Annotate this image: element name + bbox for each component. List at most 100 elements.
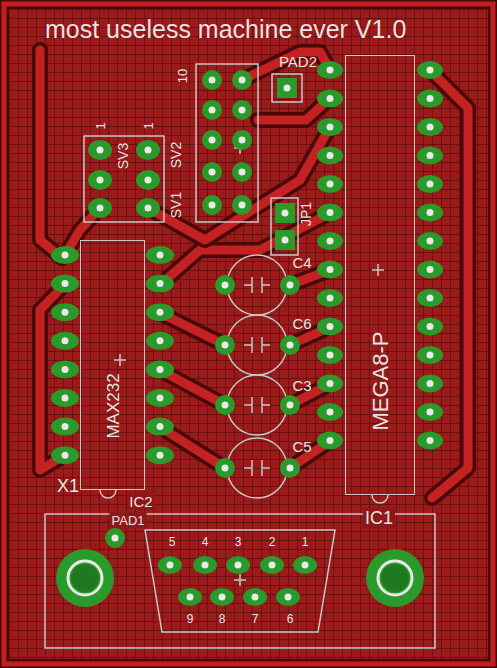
pad — [146, 418, 174, 436]
drill-hole — [209, 202, 216, 209]
drill-hole — [239, 202, 246, 209]
origin-cross — [234, 574, 246, 586]
ic-notch — [100, 490, 116, 498]
mounting-drill — [71, 564, 99, 592]
pad — [202, 130, 222, 150]
drill-hole — [327, 437, 334, 444]
part-name: X1 — [57, 477, 79, 495]
square-pad — [275, 230, 295, 250]
pad — [51, 389, 79, 407]
pad — [232, 195, 252, 215]
part-name: SV3 — [116, 143, 130, 169]
drill-hole — [287, 465, 294, 472]
drill-hole — [209, 137, 216, 144]
drill-hole — [209, 107, 216, 114]
drill-hole — [427, 67, 434, 74]
pad — [276, 588, 300, 606]
capacitor-outline — [227, 375, 287, 435]
drill-hole — [145, 147, 152, 154]
drill-hole — [327, 323, 334, 330]
drill-hole — [239, 137, 246, 144]
board-edge-trace — [4, 4, 493, 664]
drill-hole — [97, 177, 104, 184]
pad — [417, 403, 443, 421]
part-value: MEGA8-P — [370, 331, 392, 430]
pad — [317, 346, 343, 364]
pad — [317, 318, 343, 336]
pad — [317, 261, 343, 279]
traces — [40, 50, 468, 498]
part-name: C6 — [292, 316, 311, 331]
pad — [51, 275, 79, 293]
drill-hole — [219, 594, 226, 601]
drill-hole — [97, 205, 104, 212]
drill-hole — [145, 205, 152, 212]
part-name: IC1 — [363, 508, 395, 528]
pad — [215, 275, 235, 295]
square-pad — [277, 78, 297, 98]
drill-hole — [222, 282, 229, 289]
pad — [317, 375, 343, 393]
pad — [226, 556, 250, 574]
drill-hole — [202, 562, 209, 569]
pin-number: 2 — [269, 536, 276, 548]
pad — [317, 118, 343, 136]
pad — [243, 588, 267, 606]
pad — [317, 175, 343, 193]
pad-outline — [272, 74, 302, 102]
pad — [146, 360, 174, 378]
pad — [317, 232, 343, 250]
drill-hole — [427, 380, 434, 387]
drill-hole — [157, 280, 164, 287]
pad — [51, 246, 79, 264]
drill-hole — [327, 209, 334, 216]
pad — [158, 556, 182, 574]
drill-hole — [62, 280, 69, 287]
pad — [88, 140, 112, 160]
capacitor-symbol — [244, 397, 270, 413]
drill-hole — [327, 352, 334, 359]
drill-hole — [427, 152, 434, 159]
connector-shell — [145, 530, 335, 632]
pad — [136, 140, 160, 160]
drill-hole — [167, 562, 174, 569]
pad — [317, 61, 343, 79]
jumper-outline — [271, 198, 298, 255]
part-name: C3 — [292, 378, 311, 393]
pad — [293, 556, 317, 574]
part-name: C5 — [292, 439, 311, 454]
mounting-hole — [366, 549, 424, 607]
drill-hole — [427, 95, 434, 102]
trace — [148, 127, 330, 240]
header-outline — [196, 64, 258, 222]
pin-number: 3 — [235, 536, 242, 548]
drill-hole — [285, 594, 292, 601]
pad — [260, 556, 284, 574]
part-name: JP1 — [299, 202, 313, 226]
pad — [417, 232, 443, 250]
capacitor-outline — [227, 255, 287, 315]
pad — [193, 556, 217, 574]
drill-hole — [327, 266, 334, 273]
drill-hole — [145, 177, 152, 184]
drill-hole — [287, 402, 294, 409]
part-name: PAD1 — [110, 513, 147, 528]
drill-hole — [282, 210, 289, 217]
drill-hole — [327, 409, 334, 416]
pad — [417, 375, 443, 393]
drill-hole — [62, 366, 69, 373]
drill-hole — [327, 238, 334, 245]
drill-hole — [327, 295, 334, 302]
drill-hole — [252, 594, 259, 601]
pad — [51, 360, 79, 378]
board-edge-clearance — [4, 4, 493, 664]
drill-hole — [157, 452, 164, 459]
pad — [146, 303, 174, 321]
drill-hole — [427, 209, 434, 216]
pad — [317, 403, 343, 421]
pad — [51, 446, 79, 464]
pad — [51, 303, 79, 321]
drill-hole — [157, 252, 164, 259]
drill-hole — [62, 337, 69, 344]
drill-hole — [427, 266, 434, 273]
